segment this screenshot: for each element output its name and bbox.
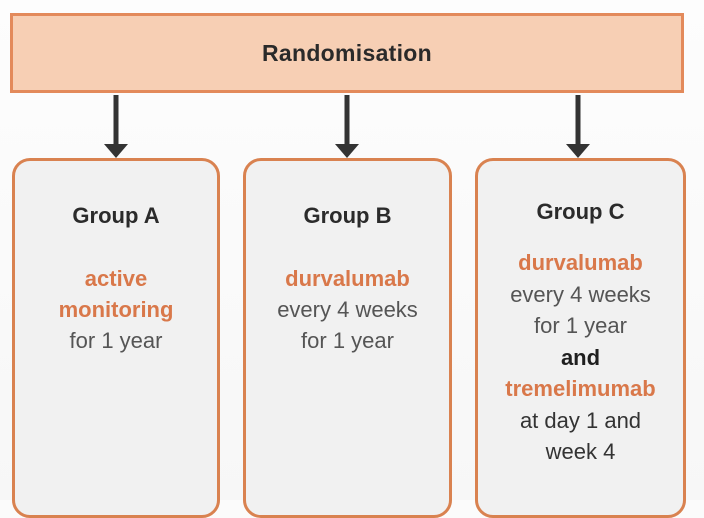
group-c-line-2: every 4 weeks xyxy=(510,281,651,307)
group-b-description: durvalumab every 4 weeks for 1 year xyxy=(246,263,449,356)
group-b-line-1: durvalumab xyxy=(285,266,410,291)
group-b-box: Group B durvalumab every 4 weeks for 1 y… xyxy=(243,158,452,518)
group-c-box: Group C durvalumab every 4 weeks for 1 y… xyxy=(475,158,686,518)
group-c-line-7: week 4 xyxy=(545,439,616,464)
group-a-box: Group A active monitoring for 1 year xyxy=(12,158,220,518)
group-c-title: Group C xyxy=(536,199,625,224)
randomisation-box: Randomisation xyxy=(10,13,684,93)
arrow-to-group-c xyxy=(566,95,590,158)
group-c-description: durvalumab every 4 weeks for 1 year and … xyxy=(478,247,683,468)
group-a-line-2: monitoring xyxy=(58,297,174,322)
group-b-line-2: every 4 weeks xyxy=(277,297,418,322)
group-a-line-3: for 1 year xyxy=(69,328,163,353)
group-c-line-4: and xyxy=(560,344,601,370)
group-c-line-3: for 1 year xyxy=(534,313,627,338)
group-a-title: Group A xyxy=(72,203,160,228)
arrow-to-group-a xyxy=(104,95,128,158)
group-b-line-3: for 1 year xyxy=(301,328,394,353)
arrow-to-group-b xyxy=(335,95,359,158)
group-c-line-5: tremelimumab xyxy=(505,376,656,401)
group-c-line-1: durvalumab xyxy=(518,250,643,275)
group-c-line-6: at day 1 and xyxy=(519,407,642,433)
group-a-line-1: active xyxy=(84,266,148,291)
group-b-title: Group B xyxy=(303,203,392,228)
group-a-description: active monitoring for 1 year xyxy=(15,263,217,356)
randomisation-label: Randomisation xyxy=(261,39,433,66)
